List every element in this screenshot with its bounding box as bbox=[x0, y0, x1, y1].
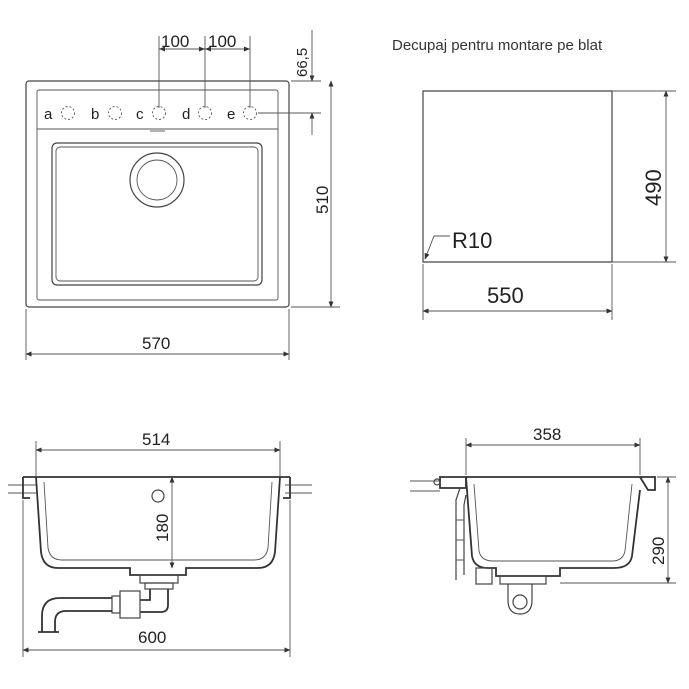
tap-holes: a b c d e bbox=[44, 106, 257, 123]
bowl-inner bbox=[55, 146, 259, 282]
hole-offset: 66,5 bbox=[294, 48, 311, 77]
hole-label-e: e bbox=[227, 106, 235, 123]
cutout-height: 490 bbox=[641, 169, 666, 206]
sink-outline bbox=[25, 80, 290, 308]
top-view: a b c d e 100 100 66,5 510 570 bbox=[25, 30, 340, 360]
hole-spacing-1: 100 bbox=[161, 32, 189, 51]
cutout-width: 550 bbox=[487, 283, 524, 308]
hole-spacing-2: 100 bbox=[208, 32, 236, 51]
drain-inner bbox=[136, 159, 178, 201]
front-section: 180 514 600 bbox=[8, 430, 312, 657]
front-outer-width: 600 bbox=[138, 628, 166, 647]
hole-label-d: d bbox=[182, 106, 190, 123]
cutout-view: 490 R10 550 bbox=[422, 90, 676, 320]
side-inner-width: 358 bbox=[533, 425, 561, 444]
drain-outer bbox=[129, 152, 185, 208]
side-section: 358 290 bbox=[410, 425, 676, 615]
cutout-radius: R10 bbox=[452, 228, 492, 253]
top-height: 510 bbox=[313, 186, 332, 214]
hole-label-b: b bbox=[91, 106, 99, 123]
bowl-outline bbox=[51, 142, 263, 286]
cutout-title: Decupaj pentru montare pe blat bbox=[392, 37, 603, 54]
side-depth: 290 bbox=[649, 537, 668, 565]
sink-rim bbox=[36, 89, 279, 301]
front-inner-width: 514 bbox=[142, 430, 170, 449]
top-width: 570 bbox=[142, 334, 170, 353]
front-depth: 180 bbox=[153, 514, 172, 542]
hole-label-c: c bbox=[136, 106, 144, 123]
hole-label-a: a bbox=[44, 106, 53, 123]
